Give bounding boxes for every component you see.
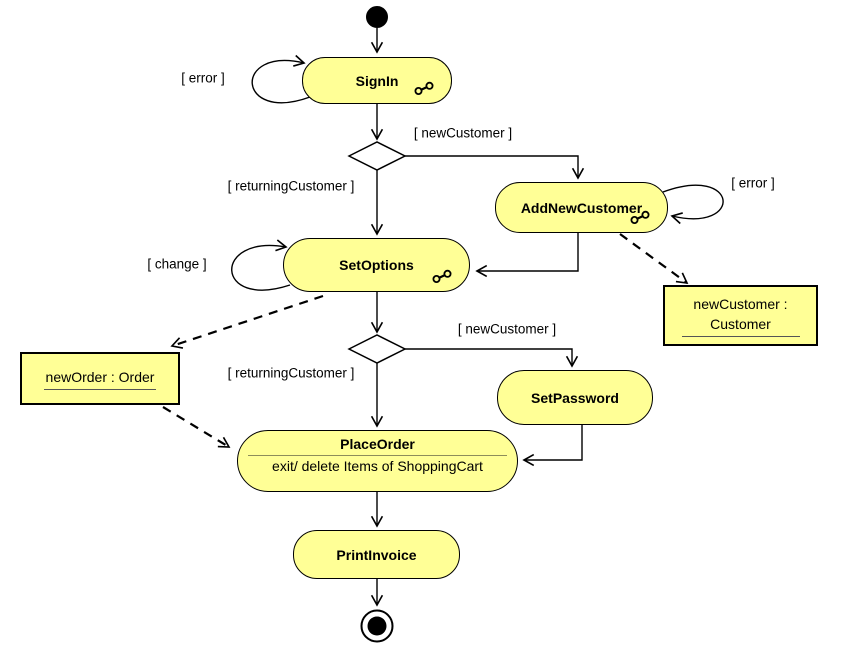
subactivity-icon xyxy=(629,210,653,228)
guard-decision2-newcustomer: [ newCustomer ] xyxy=(457,321,557,337)
guard-decision2-returningcustomer: [ returningCustomer ] xyxy=(227,365,355,381)
activity-setpassword[interactable]: SetPassword xyxy=(497,370,653,425)
edge-setoptions-to-neworder-object xyxy=(172,294,324,346)
object-newcustomer-name-line1: newCustomer : xyxy=(693,295,788,312)
activity-setoptions[interactable]: SetOptions xyxy=(283,238,470,292)
edge-setoptions-self-loop xyxy=(231,245,291,291)
object-neworder-name: newOrder : Order xyxy=(43,367,157,390)
object-neworder[interactable]: newOrder : Order xyxy=(20,352,180,405)
edge-setpassword-to-placeorder xyxy=(524,425,583,460)
activity-setoptions-label: SetOptions xyxy=(339,257,414,273)
object-newcustomer-name-line2: Customer xyxy=(710,316,771,332)
activity-placeorder-label: PlaceOrder xyxy=(340,436,415,452)
activity-printinvoice[interactable]: PrintInvoice xyxy=(293,530,460,579)
object-newcustomer-underline xyxy=(681,336,800,338)
edge-addnewcustomer-self-loop xyxy=(662,184,724,219)
edge-decision1-to-addnewcustomer xyxy=(405,155,578,178)
object-newcustomer[interactable]: newCustomer : Customer xyxy=(663,285,818,346)
edge-addnewcustomer-to-setoptions xyxy=(477,233,579,271)
activity-placeorder[interactable]: PlaceOrder exit/ delete Items of Shoppin… xyxy=(237,430,518,492)
guard-addnewcustomer-error: [ error ] xyxy=(731,175,775,191)
guard-setoptions-change: [ change ] xyxy=(147,256,207,272)
activity-setpassword-label: SetPassword xyxy=(531,389,619,406)
placeorder-separator xyxy=(247,455,508,456)
initial-node[interactable] xyxy=(366,6,388,28)
activity-placeorder-action: exit/ delete Items of ShoppingCart xyxy=(272,458,483,474)
edge-signin-self-loop xyxy=(251,61,311,104)
activity-signin-label: SignIn xyxy=(355,72,399,89)
activity-printinvoice-label: PrintInvoice xyxy=(336,546,417,563)
edge-decision2-to-setpassword xyxy=(405,348,572,366)
guard-decision1-returningcustomer: [ returningCustomer ] xyxy=(227,178,355,194)
subactivity-icon xyxy=(413,81,437,99)
decision2-diamond[interactable] xyxy=(347,334,407,364)
subactivity-icon xyxy=(431,269,455,287)
edge-neworder-to-placeorder xyxy=(162,406,229,448)
activity-addnewcustomer[interactable]: AddNewCustomer xyxy=(495,182,668,233)
activity-signin[interactable]: SignIn xyxy=(302,57,452,104)
activity-addnewcustomer-label: AddNewCustomer xyxy=(520,199,643,216)
decision1-diamond[interactable] xyxy=(347,141,407,171)
final-node-core xyxy=(367,616,387,636)
guard-signin-error: [ error ] xyxy=(181,70,225,86)
guard-decision1-newcustomer: [ newCustomer ] xyxy=(413,125,513,141)
edge-addnewcustomer-to-newcustomer-object xyxy=(619,233,687,283)
